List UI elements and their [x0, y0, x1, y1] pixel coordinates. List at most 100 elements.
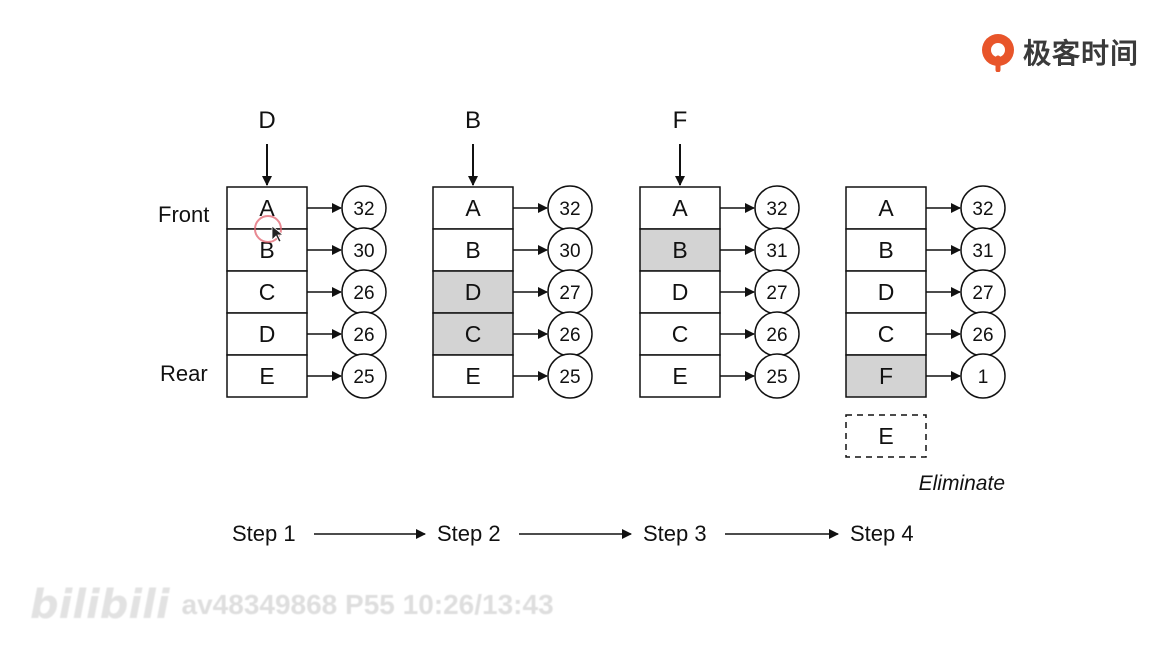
- queue-row: E 25: [226, 353, 387, 399]
- queue-cell: [845, 270, 927, 314]
- cell-key: B: [465, 237, 480, 263]
- cell-key: E: [465, 363, 480, 389]
- video-watermark: bilibili av48349868 P55 10:26/13:43: [30, 582, 554, 628]
- side-labels: Front Rear: [158, 202, 209, 386]
- count-value: 26: [353, 283, 374, 304]
- count-circle: [547, 353, 593, 399]
- bilibili-logo: bilibili: [30, 582, 170, 628]
- cell-key: E: [259, 363, 274, 389]
- queue-cell: [639, 186, 721, 230]
- count-value: 31: [972, 241, 993, 262]
- cell-key: A: [259, 195, 275, 221]
- count-circle: [960, 353, 1006, 399]
- cell-key: B: [259, 237, 274, 263]
- queue-row: B 31: [639, 227, 800, 273]
- cell-key: B: [878, 237, 893, 263]
- step-label-1: Step 1: [232, 521, 296, 546]
- queue-cell: [639, 312, 721, 356]
- cell-key: D: [259, 321, 276, 347]
- count-circle: [754, 353, 800, 399]
- cell-key: C: [878, 321, 895, 347]
- step-label-3: Step 3: [643, 521, 707, 546]
- incoming-key: B: [465, 107, 481, 134]
- queue-row: D 27: [845, 269, 1006, 315]
- cell-key: D: [672, 279, 689, 305]
- count-value: 26: [559, 325, 580, 346]
- count-value: 30: [353, 241, 374, 262]
- incoming-key: D: [258, 107, 275, 134]
- video-position-text: av48349868 P55 10:26/13:43: [181, 589, 554, 620]
- cell-key: A: [672, 195, 688, 221]
- queue-cell: [639, 354, 721, 398]
- count-value: 32: [559, 199, 580, 220]
- queue-row: D 27: [432, 269, 593, 315]
- geektime-logo: 极客时间: [979, 32, 1139, 72]
- queue-cell-highlighted: [432, 270, 514, 314]
- cell-key: E: [672, 363, 687, 389]
- step-label-2: Step 2: [437, 521, 501, 546]
- queue-row: B 30: [226, 227, 387, 273]
- count-value: 1: [978, 367, 989, 388]
- count-value: 31: [766, 241, 787, 262]
- count-value: 27: [559, 283, 580, 304]
- cell-key: A: [878, 195, 894, 221]
- count-value: 26: [972, 325, 993, 346]
- queue-cell: [432, 354, 514, 398]
- count-value: 32: [972, 199, 993, 220]
- queue-cell: [226, 228, 308, 272]
- evicted-cell: [845, 414, 927, 458]
- queue-row: C 26: [639, 311, 800, 357]
- queue-row: C 26: [226, 269, 387, 315]
- queue-cell-highlighted: [432, 312, 514, 356]
- queue-row: D 27: [639, 269, 800, 315]
- queue-row: B 31: [845, 227, 1006, 273]
- queue-row: A 32: [845, 185, 1006, 231]
- geektime-logo-text: 极客时间: [1022, 37, 1139, 70]
- queue-row: B 30: [432, 227, 593, 273]
- count-value: 30: [559, 241, 580, 262]
- cell-key: F: [879, 363, 893, 389]
- count-value: 32: [353, 199, 374, 220]
- cursor-ring: [254, 215, 282, 243]
- count-value: 25: [353, 367, 374, 388]
- queue-row: A 32: [639, 185, 800, 231]
- geektime-logo-icon: [981, 34, 1014, 72]
- count-circle: [341, 353, 387, 399]
- queue-cell: [845, 228, 927, 272]
- rear-label: Rear: [160, 361, 208, 386]
- eliminate-label: Eliminate: [919, 472, 1005, 495]
- queue-cell: [845, 186, 927, 230]
- count-value: 27: [766, 283, 787, 304]
- count-value: 32: [766, 199, 787, 220]
- step-label-4: Step 4: [850, 521, 914, 546]
- count-value: 27: [972, 283, 993, 304]
- queue-row: A 32: [432, 185, 593, 231]
- cell-key: C: [672, 321, 689, 347]
- cursor-highlight: [254, 215, 285, 243]
- queue-row: C 26: [845, 311, 1006, 357]
- front-label: Front: [158, 202, 209, 227]
- incoming-key: F: [673, 107, 688, 134]
- count-value: 25: [559, 367, 580, 388]
- queue-row: E 25: [432, 353, 593, 399]
- queue-cell: [226, 354, 308, 398]
- cell-key: D: [878, 279, 895, 305]
- cell-key: C: [259, 279, 276, 305]
- cell-key: B: [672, 237, 687, 263]
- step-flow: Step 1 Step 2 Step 3 Step 4: [232, 521, 914, 546]
- cell-key: D: [465, 279, 482, 305]
- queue-row: A 32: [226, 185, 387, 231]
- count-value: 26: [766, 325, 787, 346]
- cell-key: A: [465, 195, 481, 221]
- cell-key: C: [465, 321, 482, 347]
